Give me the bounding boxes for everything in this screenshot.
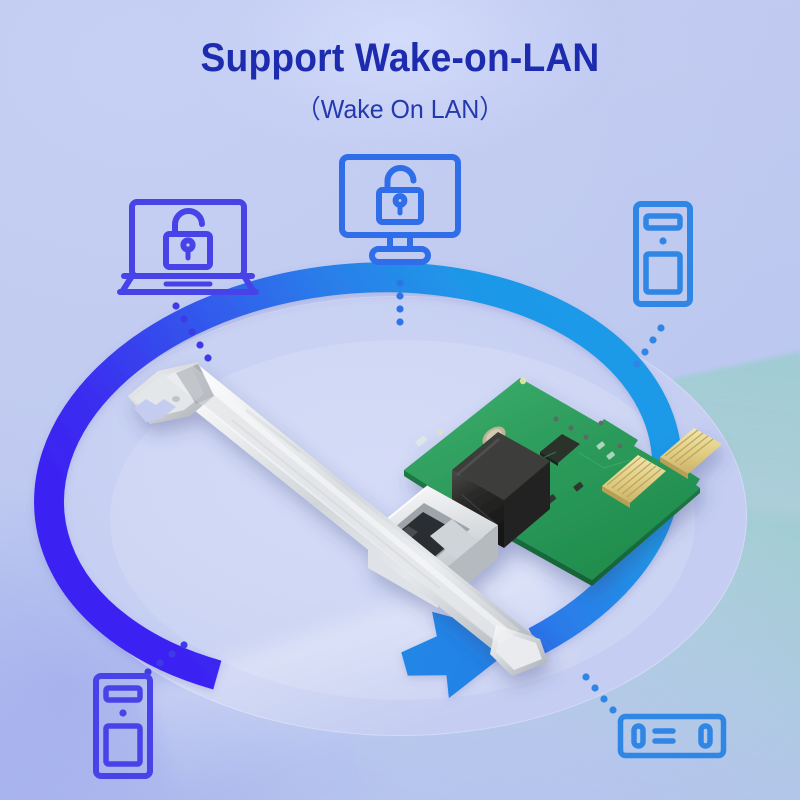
laptop-unlock-icon[interactable] [114, 196, 262, 304]
pc-tower-icon[interactable] [632, 200, 694, 308]
network-switch-icon[interactable] [617, 713, 727, 759]
page-subtitle: （Wake On LAN） [295, 93, 505, 124]
pc-tower-icon[interactable] [92, 672, 154, 780]
desktop-monitor-unlock-icon[interactable] [336, 152, 464, 268]
page-title: Support Wake-on-LAN [200, 36, 600, 80]
heading-block: Support Wake-on-LAN （Wake On LAN） [0, 36, 800, 126]
